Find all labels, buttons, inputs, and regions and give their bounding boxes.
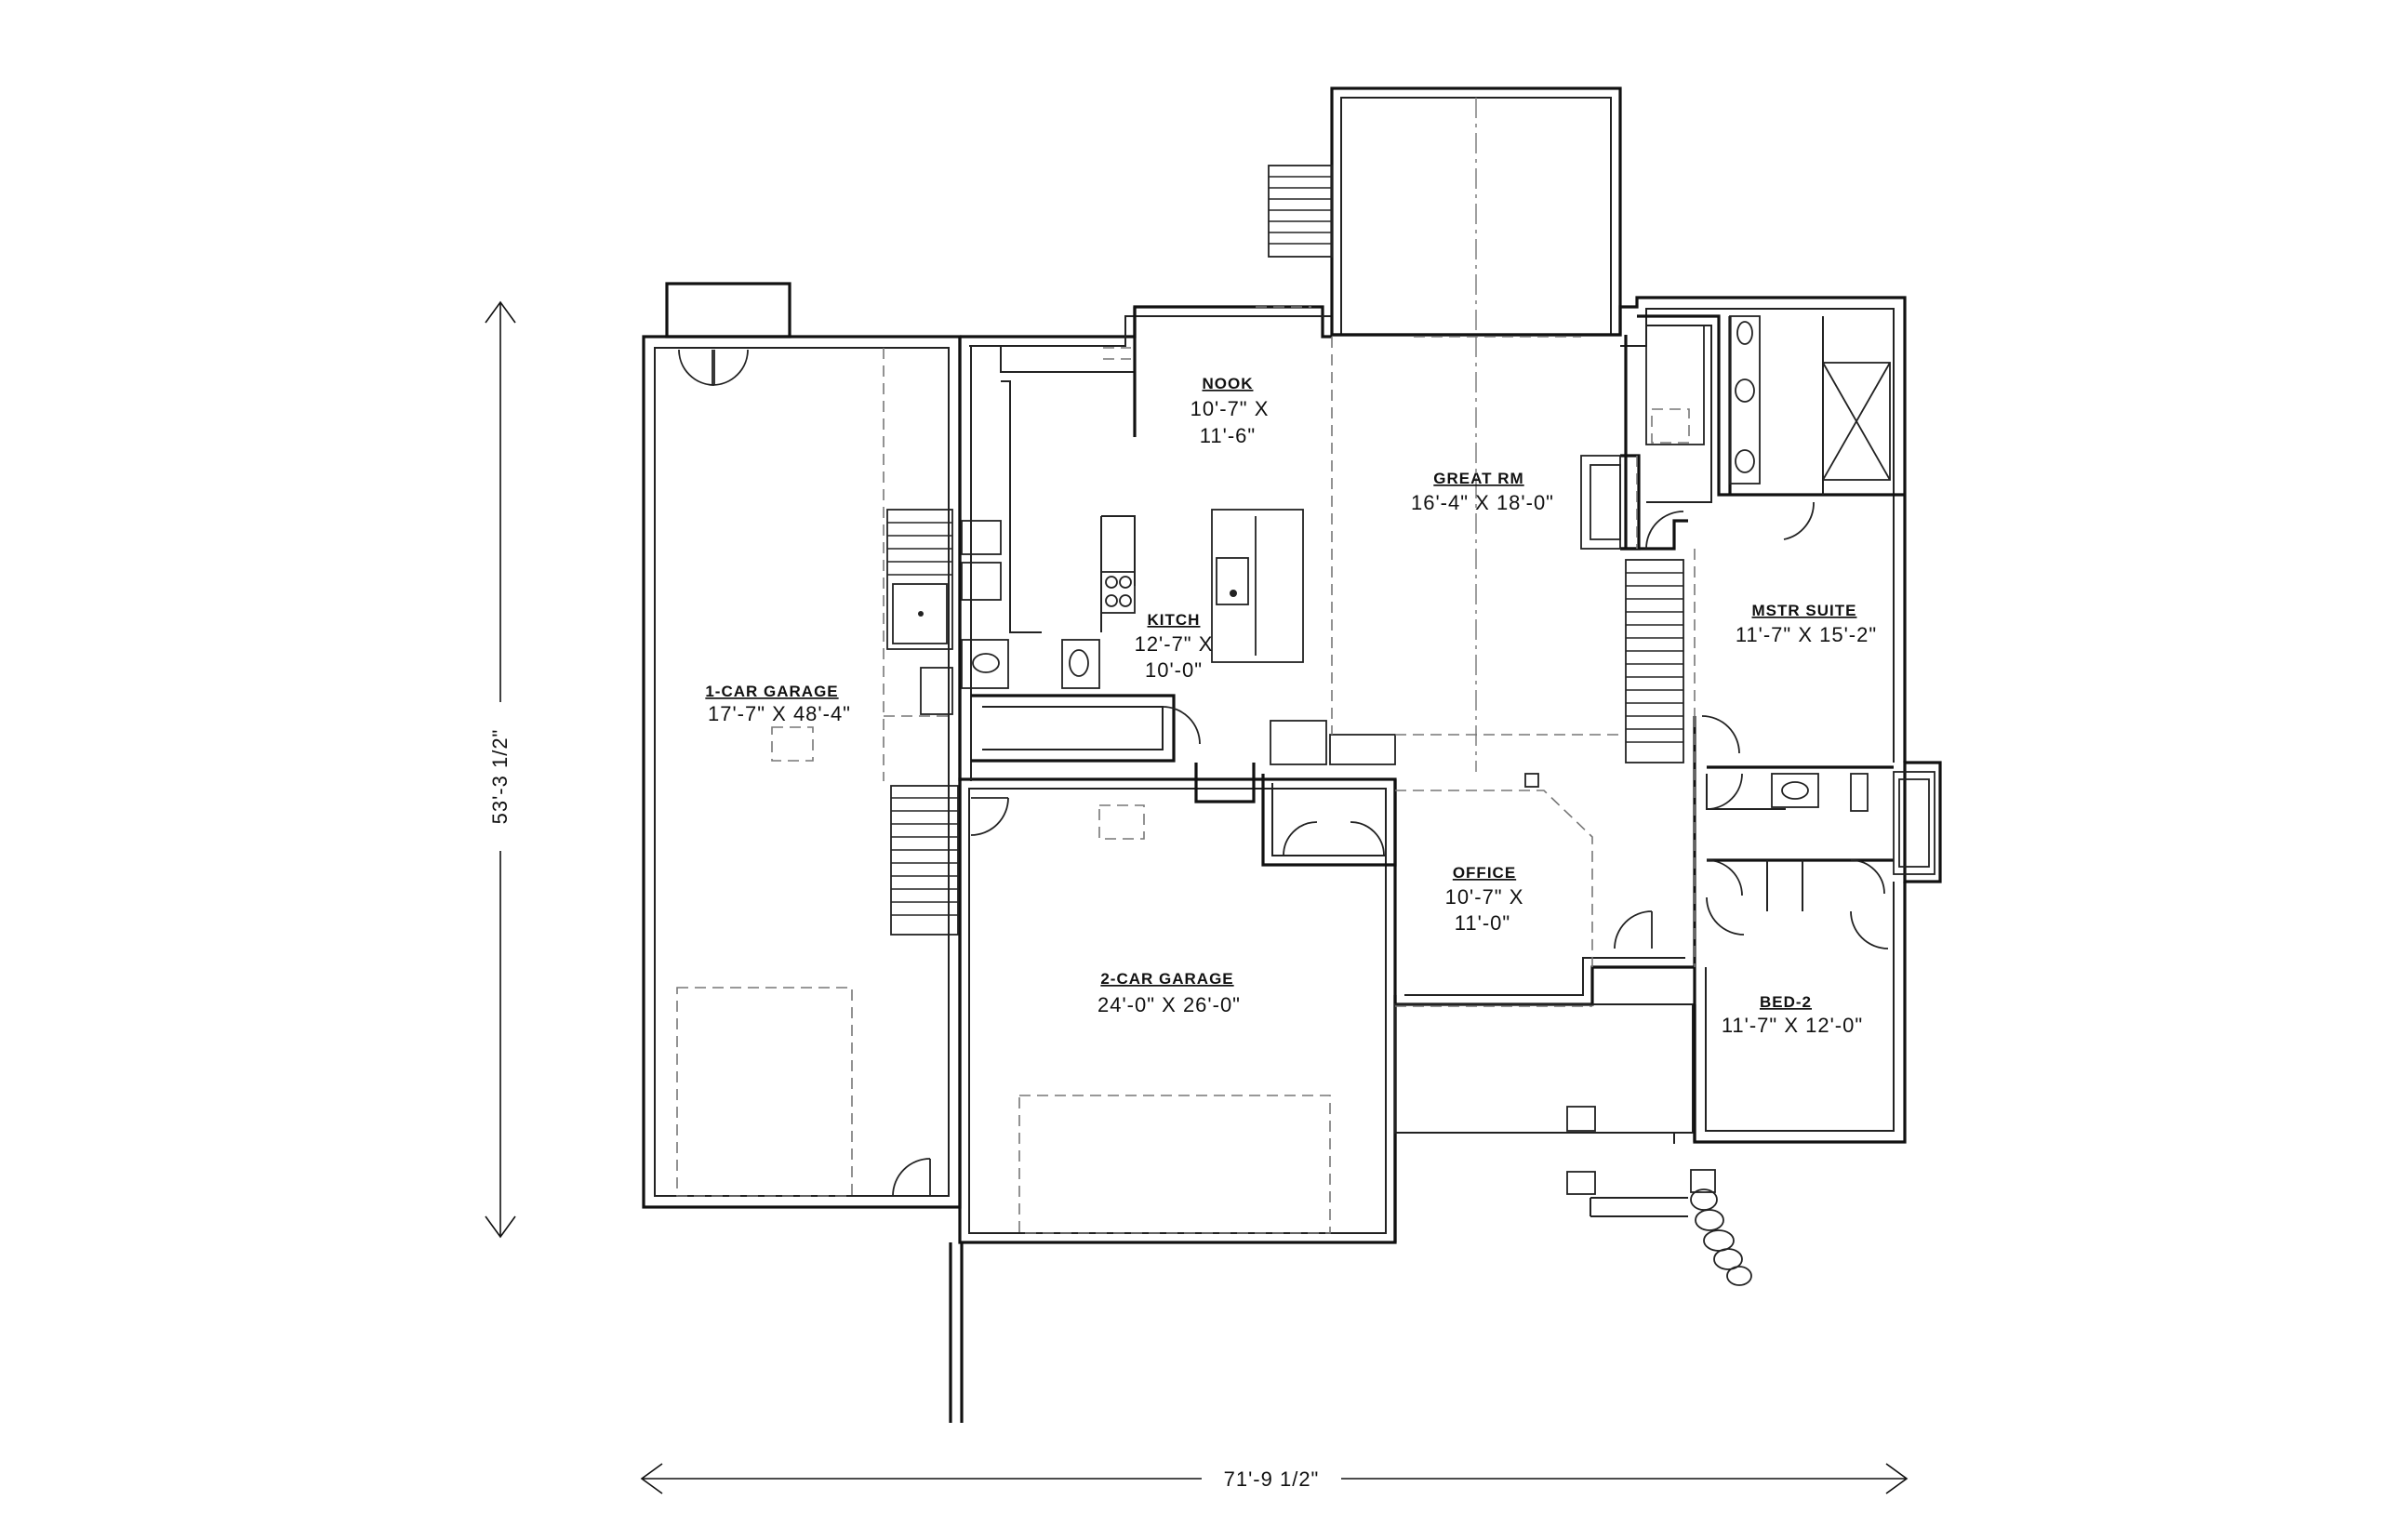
dimension-width: 71'-9 1/2" [640, 1463, 1909, 1494]
room-label-bed-2: BED-2 11'-7" X 12'-0" [1722, 993, 1863, 1037]
room-name: BED-2 [1760, 993, 1812, 1011]
room-size: 10'-7" X [1190, 397, 1270, 420]
room-size: 24'-0" X 26'-0" [1097, 993, 1241, 1016]
stepping-stones [1690, 1188, 1752, 1286]
interior-walls [886, 307, 1905, 1142]
room-size: 11'-0" [1455, 911, 1510, 935]
fixtures [920, 315, 1935, 875]
room-name: 2-CAR GARAGE [1100, 970, 1233, 988]
room-size: 12'-7" X [1135, 632, 1214, 656]
room-name: 1-CAR GARAGE [705, 683, 838, 700]
room-size: 10'-0" [1145, 658, 1203, 682]
room-name: KITCH [1148, 611, 1201, 629]
room-name: GREAT RM [1433, 470, 1523, 487]
room-size: 11'-7" X 15'-2" [1736, 623, 1877, 646]
room-label-office: OFFICE 10'-7" X 11'-0" [1445, 864, 1524, 935]
room-size: 11'-6" [1200, 424, 1256, 447]
room-name: MSTR SUITE [1752, 602, 1857, 619]
room-label-great-room: GREAT RM 16'-4" X 18'-0" [1411, 470, 1554, 514]
room-label-master-suite: MSTR SUITE 11'-7" X 15'-2" [1736, 602, 1877, 646]
room-name: NOOK [1203, 375, 1254, 392]
room-label-nook: NOOK 10'-7" X 11'-6" [1190, 375, 1270, 447]
room-size: 11'-7" X 12'-0" [1722, 1014, 1863, 1037]
overall-depth-label: 53'-3 1/2" [488, 729, 512, 825]
room-label-1-car-garage: 1-CAR GARAGE 17'-7" X 48'-4" [705, 683, 851, 725]
room-name: OFFICE [1453, 864, 1516, 882]
room-size: 17'-7" X 48'-4" [708, 702, 851, 725]
room-size: 16'-4" X 18'-0" [1411, 491, 1554, 514]
dashed-lines [676, 306, 1696, 1234]
room-label-2-car-garage: 2-CAR GARAGE 24'-0" X 26'-0" [1097, 970, 1241, 1016]
overall-width-label: 71'-9 1/2" [1224, 1467, 1320, 1491]
dimension-depth: 53'-3 1/2" [485, 300, 516, 1239]
room-label-kitchen: KITCH 12'-7" X 10'-0" [1135, 611, 1214, 682]
doors [678, 349, 1889, 1197]
room-size: 10'-7" X [1445, 885, 1524, 909]
exterior-walls [642, 86, 1942, 1423]
